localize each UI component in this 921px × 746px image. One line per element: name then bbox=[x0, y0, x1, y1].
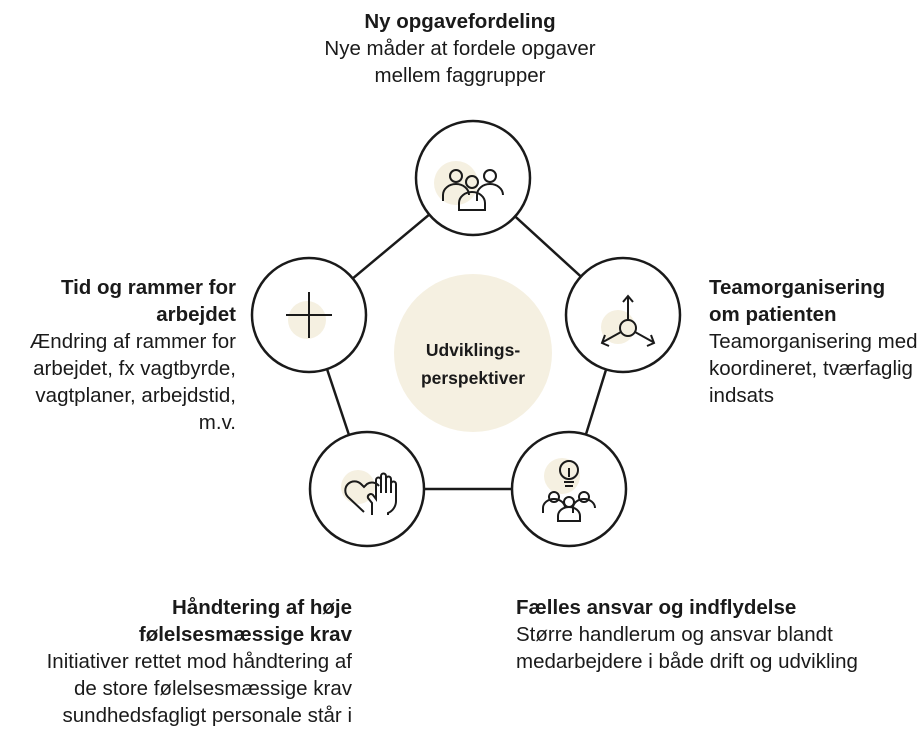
plus-icon bbox=[286, 292, 332, 339]
desc-bottom-left: Initiativer rettet mod håndtering af de … bbox=[46, 650, 352, 727]
node-right bbox=[564, 256, 682, 374]
text-block-bottom-right: Fælles ansvar og indflydelse Større hand… bbox=[516, 594, 876, 675]
title-top: Ny opgavefordeling bbox=[364, 10, 556, 33]
node-bottom-right bbox=[510, 430, 628, 548]
center-label-line2: perspektiver bbox=[420, 368, 526, 388]
desc-top: Nye måder at fordele opgaver mellem fagg… bbox=[324, 37, 596, 87]
center-label-line1: Udviklings- bbox=[425, 340, 521, 360]
title-bottom-right: Fælles ansvar og indflydelse bbox=[516, 596, 797, 619]
title-left: Tid og rammer for arbejdet bbox=[60, 276, 236, 326]
text-block-left: Tid og rammer for arbejdet Ændring af ra… bbox=[0, 274, 236, 436]
desc-left: Ændring af rammer for arbejdet, fx vagtb… bbox=[29, 330, 236, 434]
title-right: Teamorganisering om patienten bbox=[709, 276, 886, 326]
node-bottom-left bbox=[308, 430, 426, 548]
people-group-icon bbox=[434, 161, 504, 211]
desc-right: Teamorganisering med koordineret, tværfa… bbox=[709, 330, 918, 407]
node-left bbox=[250, 256, 368, 374]
center-label: Udviklings- perspektiver bbox=[394, 336, 552, 392]
desc-bottom-right: Større handlerum og ansvar blandt medarb… bbox=[516, 623, 858, 673]
center-circle bbox=[394, 274, 552, 432]
text-block-right: Teamorganisering om patienten Teamorgani… bbox=[709, 274, 921, 409]
node-top bbox=[414, 119, 532, 237]
text-block-bottom-left: Håndtering af høje følelsesmæssige krav … bbox=[40, 594, 352, 729]
heart-hand-icon bbox=[341, 470, 397, 515]
team-network-icon bbox=[600, 294, 656, 347]
text-block-top: Ny opgavefordeling Nye måder at fordele … bbox=[250, 8, 670, 89]
lightbulb-team-icon bbox=[542, 458, 596, 522]
title-bottom-left: Håndtering af høje følelsesmæssige krav bbox=[138, 596, 352, 646]
